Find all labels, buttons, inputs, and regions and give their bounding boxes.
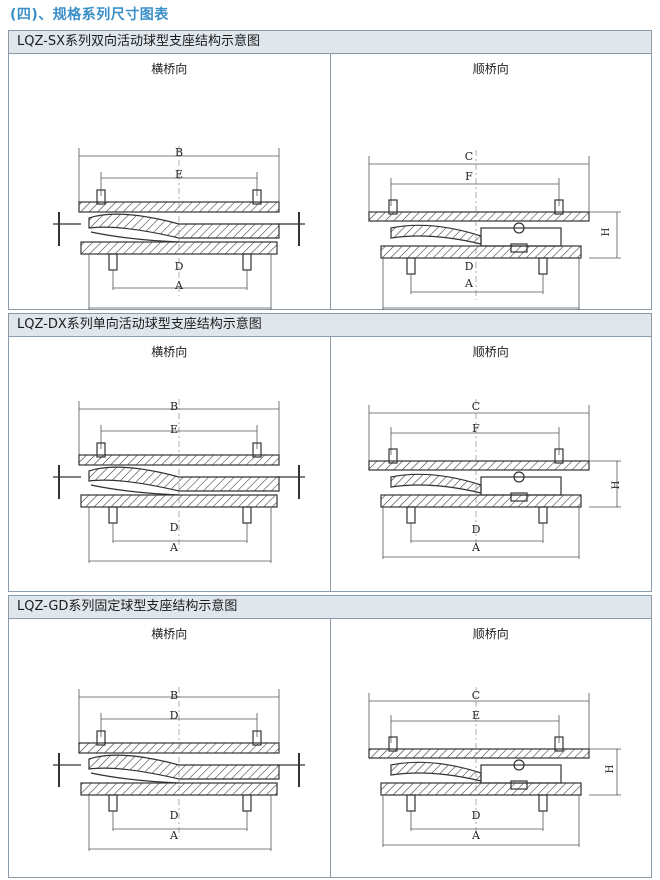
section-title-dx: LQZ-DX系列单向活动球型支座结构示意图	[9, 314, 651, 337]
dim-top-outer: B	[170, 689, 178, 702]
transverse-drawing-dx: B E D A	[53, 399, 305, 563]
dim-bottom-inner: D	[471, 523, 480, 536]
dim-height: H	[611, 480, 622, 489]
dim-bottom-outer: A	[471, 829, 481, 842]
dim-top-outer: C	[471, 400, 479, 413]
dim-bottom-inner: D	[471, 809, 480, 822]
section-dx: LQZ-DX系列单向活动球型支座结构示意图 横桥向	[8, 313, 652, 592]
dim-top-inner: E	[175, 168, 183, 181]
page-heading: (四)、规格系列尺寸图表	[10, 7, 169, 23]
bearing-outline	[367, 150, 621, 310]
dim-top-inner: E	[170, 423, 178, 436]
longitudinal-drawing-dx: C F D A H	[367, 399, 622, 559]
view-label-longitudinal: 顺桥向	[472, 345, 509, 359]
dim-bottom-outer: A	[174, 279, 184, 292]
view-label-longitudinal: 顺桥向	[472, 627, 509, 641]
section-title-gd: LQZ-GD系列固定球型支座结构示意图	[9, 596, 651, 619]
dim-bottom-inner: D	[464, 260, 473, 273]
dim-bottom-inner: D	[170, 521, 179, 534]
section-gd: LQZ-GD系列固定球型支座结构示意图 横桥向	[8, 595, 652, 878]
section-sx: LQZ-SX系列双向活动球型支座结构示意图 横桥向	[8, 30, 652, 310]
view-label-transverse: 横桥向	[151, 345, 188, 359]
view-label-longitudinal: 顺桥向	[472, 62, 509, 76]
dim-top-inner: D	[170, 709, 179, 722]
bearing-outline	[53, 399, 305, 563]
dim-top-inner: F	[472, 422, 480, 435]
dim-height: H	[605, 764, 616, 773]
dim-top-outer: C	[471, 689, 479, 702]
dim-height: H	[601, 227, 612, 236]
panel-sx-longitudinal: 顺桥向	[329, 54, 652, 310]
longitudinal-drawing-sx: C F D A H	[367, 150, 621, 310]
view-label-transverse: 横桥向	[151, 627, 188, 641]
panel-dx-transverse: 横桥向	[9, 337, 330, 591]
bearing-outline	[367, 399, 621, 559]
bearing-outline	[53, 687, 305, 851]
dim-top-outer: B	[170, 400, 178, 413]
bearing-outline	[367, 687, 621, 847]
dim-bottom-inner: D	[170, 809, 179, 822]
bearing-outline	[53, 146, 305, 310]
dim-bottom-outer: A	[471, 541, 481, 554]
transverse-drawing-sx: B E D A	[53, 146, 305, 310]
longitudinal-drawing-gd: C E D A H	[367, 687, 621, 847]
dim-top-inner: E	[471, 709, 479, 722]
panel-gd-transverse: 横桥向	[9, 619, 330, 877]
dim-top-outer: B	[175, 146, 183, 159]
dim-bottom-outer: A	[169, 829, 179, 842]
section-title-sx: LQZ-SX系列双向活动球型支座结构示意图	[9, 31, 651, 54]
dim-bottom-outer: A	[169, 541, 179, 554]
dim-bottom-inner: D	[175, 260, 184, 273]
dim-top-inner: F	[465, 170, 473, 183]
dim-bottom-outer: A	[464, 277, 474, 290]
panel-gd-longitudinal: 顺桥向	[329, 619, 652, 877]
dim-top-outer: C	[464, 150, 472, 163]
panel-dx-longitudinal: 顺桥向	[329, 337, 652, 591]
panel-sx-transverse: 横桥向	[9, 54, 330, 310]
transverse-drawing-gd: B D D A	[53, 687, 305, 851]
view-label-transverse: 横桥向	[151, 62, 188, 76]
